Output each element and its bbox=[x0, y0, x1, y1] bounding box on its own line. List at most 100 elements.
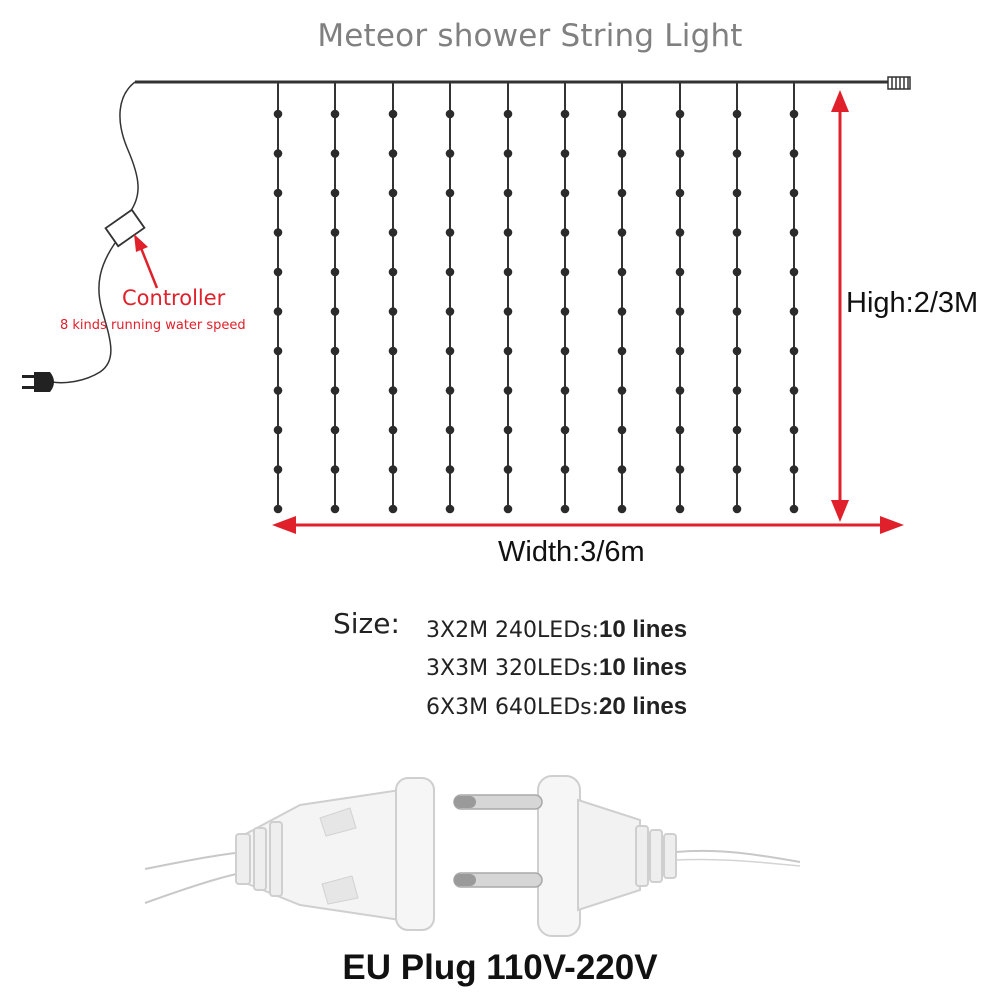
led-bulb bbox=[675, 386, 685, 395]
led-bulb bbox=[560, 228, 570, 237]
led-bulb bbox=[330, 307, 340, 316]
led-bulb bbox=[388, 267, 398, 277]
led-bulb bbox=[503, 346, 513, 356]
led-bulb bbox=[503, 228, 513, 237]
led-bulb bbox=[732, 346, 742, 356]
size-lines: 10 lines bbox=[599, 616, 688, 643]
size-lines: 10 lines bbox=[599, 654, 688, 681]
led-bulb bbox=[617, 188, 627, 198]
led-bulb bbox=[617, 307, 627, 316]
end-connector-icon bbox=[887, 76, 911, 90]
led-bulb bbox=[617, 109, 627, 119]
led-bulb bbox=[445, 504, 455, 514]
size-lines: 20 lines bbox=[599, 693, 688, 720]
led-bulb bbox=[503, 307, 513, 316]
led-bulb bbox=[388, 188, 398, 198]
led-bulb bbox=[789, 109, 799, 119]
led-bulb bbox=[789, 346, 799, 356]
led-bulb bbox=[273, 386, 283, 395]
led-bulb bbox=[388, 386, 398, 395]
led-bulb bbox=[273, 188, 283, 198]
led-bulb bbox=[388, 425, 398, 435]
led-bulb bbox=[330, 228, 340, 237]
led-bulb bbox=[789, 504, 799, 514]
led-bulb bbox=[732, 425, 742, 435]
led-bulb bbox=[273, 149, 283, 158]
led-bulb bbox=[388, 504, 398, 514]
led-bulb bbox=[732, 109, 742, 119]
page-title: Meteor shower String Light bbox=[317, 18, 743, 54]
led-bulb bbox=[560, 188, 570, 198]
led-bulb bbox=[560, 109, 570, 119]
led-bulb bbox=[675, 425, 685, 435]
led-bulb bbox=[445, 307, 455, 316]
led-bulb bbox=[675, 188, 685, 198]
controller-arrow-head bbox=[134, 234, 148, 252]
led-bulb bbox=[503, 149, 513, 158]
led-bulb bbox=[732, 188, 742, 198]
led-bulb bbox=[273, 504, 283, 514]
led-bulb bbox=[789, 425, 799, 435]
led-strands bbox=[273, 82, 799, 514]
led-bulb bbox=[617, 346, 627, 356]
size-row-3x3m: 3X3M 320LEDs:10 lines bbox=[426, 654, 687, 682]
controller-cable-top bbox=[119, 81, 139, 213]
led-bulb bbox=[675, 346, 685, 356]
led-bulb bbox=[675, 267, 685, 277]
led-bulb bbox=[330, 465, 340, 474]
led-bulb bbox=[503, 386, 513, 395]
led-bulb bbox=[617, 504, 627, 514]
led-bulb bbox=[445, 267, 455, 277]
led-bulb bbox=[330, 109, 340, 119]
led-bulb bbox=[330, 425, 340, 435]
height-label: High:2/3M bbox=[846, 287, 979, 319]
controller-sublabel: 8 kinds running water speed bbox=[60, 318, 246, 333]
led-bulb bbox=[617, 425, 627, 435]
led-bulb bbox=[273, 346, 283, 356]
plug-caption: EU Plug 110V-220V bbox=[342, 948, 658, 987]
width-label: Width:3/6m bbox=[498, 536, 645, 568]
size-model: 3X2M 240LEDs: bbox=[426, 618, 600, 643]
led-bulb bbox=[445, 149, 455, 158]
led-bulb bbox=[732, 465, 742, 474]
led-bulb bbox=[503, 425, 513, 435]
led-bulb bbox=[273, 307, 283, 316]
led-bulb bbox=[445, 465, 455, 474]
controller-cable-bottom bbox=[51, 242, 116, 384]
led-bulb bbox=[617, 267, 627, 277]
led-bulb bbox=[560, 386, 570, 395]
controller-label: Controller bbox=[122, 286, 226, 310]
led-bulb bbox=[388, 465, 398, 474]
led-bulb bbox=[388, 149, 398, 158]
led-bulb bbox=[330, 188, 340, 198]
led-bulb bbox=[503, 109, 513, 119]
led-bulb bbox=[503, 504, 513, 514]
led-bulb bbox=[503, 267, 513, 277]
led-bulb bbox=[789, 267, 799, 277]
led-bulb bbox=[560, 504, 570, 514]
led-bulb bbox=[273, 465, 283, 474]
led-bulb bbox=[675, 504, 685, 514]
size-row-3x2m: 3X2M 240LEDs:10 lines bbox=[426, 616, 687, 644]
led-bulb bbox=[675, 109, 685, 119]
led-bulb bbox=[273, 267, 283, 277]
led-bulb bbox=[617, 465, 627, 474]
size-label: Size: bbox=[333, 607, 400, 640]
led-bulb bbox=[789, 386, 799, 395]
led-bulb bbox=[732, 267, 742, 277]
led-bulb bbox=[560, 346, 570, 356]
eu-plug-illustration bbox=[144, 775, 801, 937]
led-bulb bbox=[675, 307, 685, 316]
controller-box bbox=[104, 208, 146, 248]
led-bulb bbox=[330, 149, 340, 158]
led-bulb bbox=[445, 425, 455, 435]
led-bulb bbox=[789, 228, 799, 237]
power-plug-icon bbox=[22, 372, 54, 392]
led-bulb bbox=[675, 465, 685, 474]
led-bulb bbox=[388, 228, 398, 237]
size-model: 6X3M 640LEDs: bbox=[426, 695, 600, 720]
size-model: 3X3M 320LEDs: bbox=[426, 656, 600, 681]
led-bulb bbox=[330, 504, 340, 514]
led-bulb bbox=[675, 149, 685, 158]
